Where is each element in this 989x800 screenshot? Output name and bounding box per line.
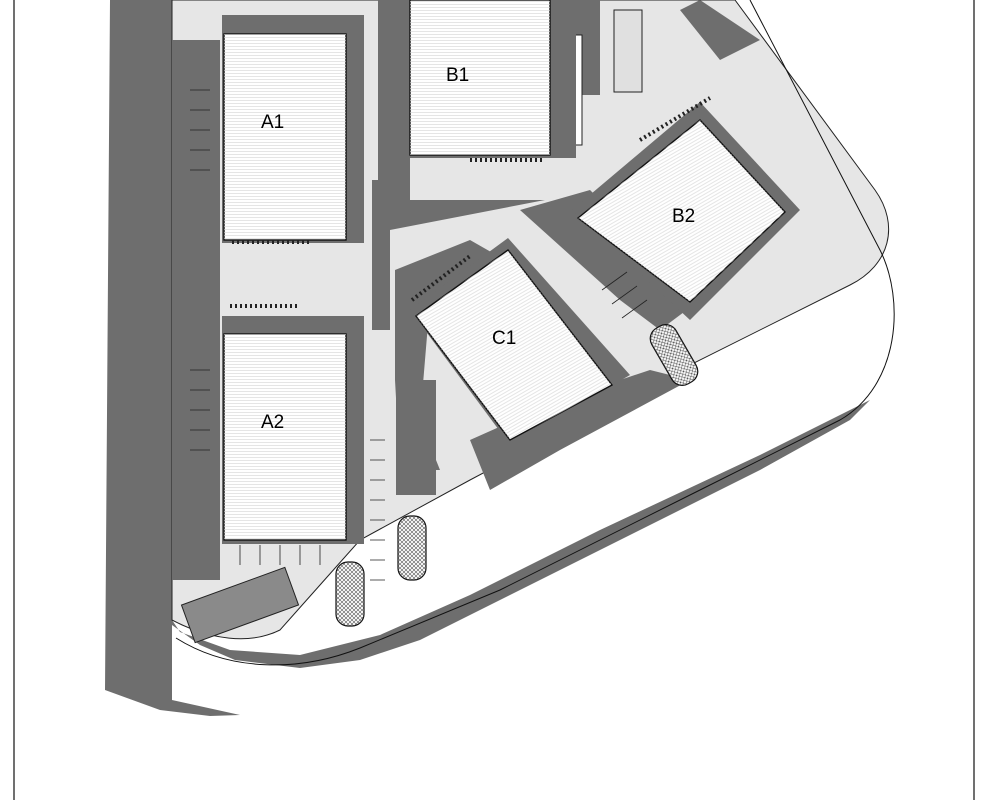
- building-label-a2: A2: [261, 412, 284, 433]
- building-label-b1: B1: [446, 65, 469, 86]
- building-c1: C1: [410, 238, 630, 445]
- car: [335, 561, 365, 627]
- interior-shadow: [372, 0, 545, 330]
- parking-stalls: [190, 89, 648, 581]
- drawing-frame: [13, 0, 975, 800]
- building-label-b2: B2: [672, 206, 695, 227]
- interior-shadow: [470, 370, 690, 490]
- outbuilding: [613, 9, 643, 93]
- car: [397, 515, 427, 581]
- parking-shadow: [396, 380, 436, 495]
- outbuilding: [180, 566, 300, 644]
- site-curb: [175, 0, 895, 666]
- building-label-c1: C1: [492, 328, 516, 349]
- building-label-a1: A1: [261, 112, 284, 133]
- interior-shadow: [395, 240, 505, 470]
- car: [649, 324, 699, 386]
- building-a2: A2: [222, 304, 364, 544]
- interior-shadow: [520, 190, 700, 330]
- building-b2: B2: [572, 96, 800, 320]
- building-b1: B1: [408, 0, 576, 162]
- building-a1: A1: [222, 15, 364, 244]
- interior-shadow: [172, 300, 220, 580]
- interior-shadow: [680, 0, 760, 60]
